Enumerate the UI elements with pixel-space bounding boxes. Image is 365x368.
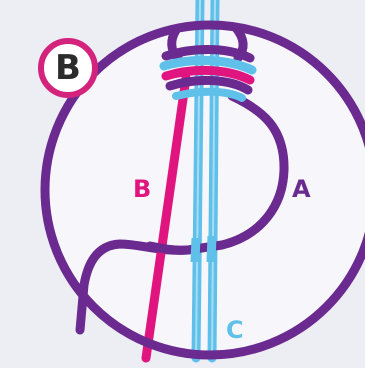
strand-b-label: B [133,175,152,203]
strand-c-over-a [190,237,201,263]
step-badge: B [38,38,98,98]
strand-a-crossing [145,241,193,255]
strand-a-label: A [292,175,311,203]
strand-c-label: C [226,316,244,344]
step-badge-label: B [55,48,81,88]
strand-b [141,73,191,363]
strand-a [75,91,289,335]
frame-circle [40,20,365,360]
strand-c-over-a-2 [206,235,217,263]
diagram-background [42,22,365,358]
knot-wraps [159,23,257,102]
